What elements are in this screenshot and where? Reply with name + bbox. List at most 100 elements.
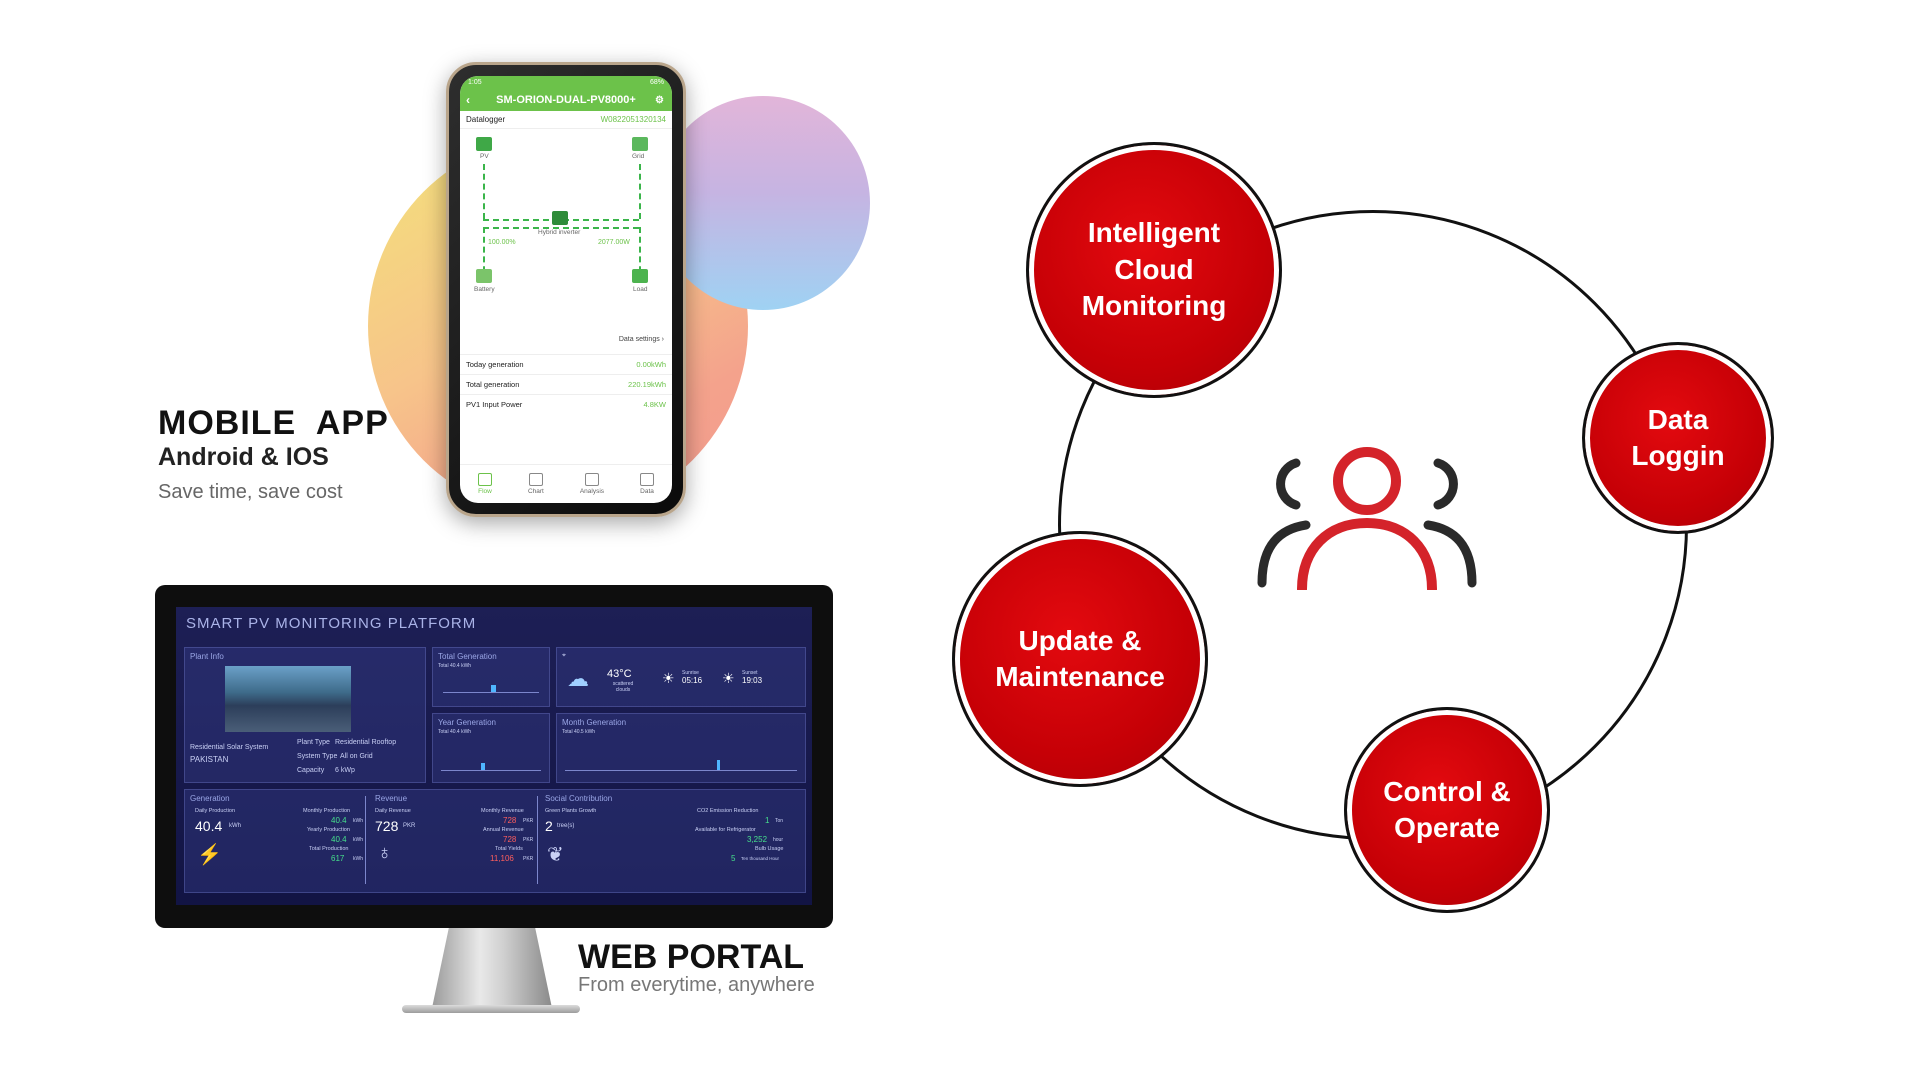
flow-line-pv [483,164,485,219]
plant-info-heading: Plant Info [190,652,224,661]
battery-icon [476,269,492,283]
mobile-app-tagline: Save time, save cost [158,481,343,503]
summary-panel: Generation Daily Production 40.4 kWh Mon… [184,789,806,893]
temperature: 43°C [607,668,632,680]
platform-title: SMART PV MONITORING PLATFORM [186,615,477,632]
chart-bar [481,763,485,770]
co2-label: CO2 Emission Reduction [697,808,759,814]
total-production-label: Total Production [309,846,349,852]
month-generation-heading: Month Generation [562,718,627,727]
nav-label: Data [640,488,654,495]
daily-revenue-value: 728 [375,818,399,834]
monthly-revenue-currency: PKR [523,818,534,824]
data-settings-link[interactable]: Data settings › [618,336,664,343]
left-user-head [1276,458,1301,510]
bulb-label: Bulb Usage [755,846,784,852]
system-type: All on Grid [340,753,373,760]
users-group-icon [1257,447,1477,590]
chart-axis [441,770,541,771]
pv-label: PV [480,153,489,160]
generation-heading: Generation [190,794,230,803]
metric-value: 220.19kWh [628,380,666,389]
metric-label: PV1 Input Power [466,400,523,409]
year-generation-sub: Total 40.4 kWh [438,729,472,735]
year-generation-heading: Year Generation [438,718,496,727]
datalogger-value: W0822051320134 [600,115,666,124]
sunset-time: 19:03 [742,676,763,685]
phone-screen: 1:05 68% ‹ SM-ORION-DUAL-PV8000+ ⚙ Datal… [460,76,672,503]
node-line: Loggin [1631,440,1725,471]
plant-type-label: Plant Type [297,739,330,746]
desktop-monitor-mockup: SMART PV MONITORING PLATFORM Plant Info … [155,585,833,928]
daily-production-value: 40.4 [195,818,223,834]
energy-flow-diagram: PV Grid Hybrid inverter 100.00% 2077.00W… [460,129,672,354]
node-line: Monitoring [1081,290,1227,322]
house-icon [632,269,648,283]
center-user-body [1297,517,1437,590]
datalogger-label: Datalogger [466,115,506,124]
sunrise-label: Sunrise [682,670,699,676]
node-data-loggin: Data Loggin [1582,342,1774,534]
load-label: Load [633,286,648,293]
bulb-value: 5 [731,854,736,863]
sunset-label: Sunset [742,670,758,676]
weather-panel: ⌖ ☁ 43°C scattered clouds ☀ Sunrise 05:1… [556,647,806,707]
node-intelligent-cloud-monitoring: Intelligent Cloud Monitoring [1026,142,1282,398]
metric-value: 4.8KW [643,400,666,409]
daily-revenue-label: Daily Revenue [375,808,411,814]
total-generation-sub: Total 40.4 kWh [438,663,472,669]
chart-axis [443,692,539,693]
total-yields-value: 11,106 [490,854,514,863]
gear-icon[interactable]: ⚙ [655,94,664,106]
plant-info-panel: Plant Info Residential Solar System PAKI… [184,647,426,783]
node-line: Data [1647,403,1709,435]
monthly-production-value: 40.4 [331,816,347,825]
monthly-production-label: Monthly Production [303,808,351,814]
panel-divider [365,796,366,884]
yearly-production-value: 40.4 [331,835,347,844]
node-line: Cloud [1114,253,1194,285]
location-pin-icon: ⌖ [562,652,566,659]
currency: PKR [403,823,416,829]
analysis-icon [584,473,599,486]
node-line: Maintenance [995,661,1165,692]
capacity: 6 kWp [335,767,355,774]
web-portal-tagline: From everytime, anywhere [578,974,815,996]
back-icon[interactable]: ‹ [466,93,470,107]
flow-line-grid [639,164,641,219]
nav-data[interactable]: Data [640,473,655,495]
battery-label: Battery [474,286,495,293]
lightning-icon: ⚡ [197,844,222,866]
nav-chart[interactable]: Chart [528,473,544,495]
green-plants-label: Green Plants Growth [545,808,597,814]
node-update-maintenance: Update & Maintenance [952,531,1208,787]
total-generation-heading: Total Generation [438,652,497,661]
nav-label: Analysis [579,488,605,495]
capacity-label: Capacity [297,767,325,774]
co2-unit: Ton [775,818,784,824]
mobile-app-subtitle: Android & IOS [158,443,329,471]
nav-analysis[interactable]: Analysis [580,473,604,495]
phone-status-bar: 1:05 68% [460,76,672,89]
web-portal-title: WEB PORTAL [578,938,805,976]
total-generation-panel: Total Generation Total 40.4 kWh [432,647,550,707]
status-battery: 68% [649,79,664,86]
flow-line-bottom [483,227,639,229]
phone-app-bar: ‹ SM-ORION-DUAL-PV8000+ ⚙ [460,89,672,111]
datalogger-row[interactable]: Datalogger W0822051320134 [460,111,672,129]
metric-label: Today generation [466,360,524,369]
right-user-body [1423,520,1477,588]
grid-label: Grid [632,153,645,160]
flow-line-battery [483,227,485,282]
trees-unit: tree(s) [557,823,575,829]
metric-row: Today generation 0.00kWh [460,354,672,374]
inverter-icon [552,211,568,225]
metric-row: Total generation 220.19kWh [460,374,672,394]
revenue-heading: Revenue [375,794,408,803]
month-generation-sub: Total 40.5 kWh [562,729,596,735]
sunset-icon: ☀ [722,670,735,686]
left-user-body [1257,520,1311,588]
annual-revenue-value: 728 [503,835,517,844]
nav-flow[interactable]: Flow [477,473,492,495]
chart-bar [717,760,720,770]
